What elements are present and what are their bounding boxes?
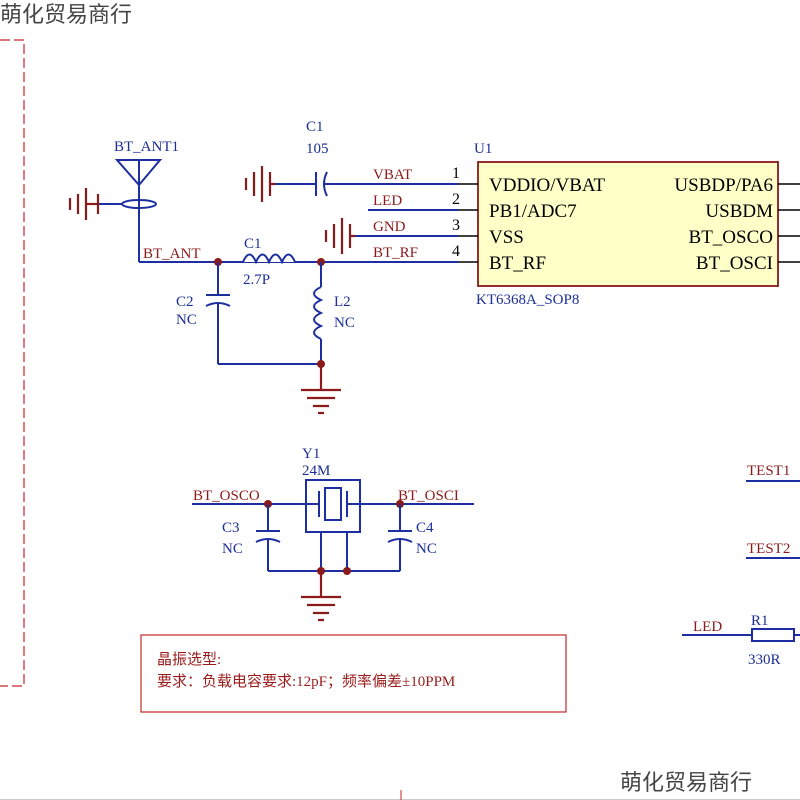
pin-name-bt-rf: BT_RF (489, 253, 546, 274)
ground-antenna-network (218, 360, 341, 415)
resistor-r1: LED R1 330R (682, 613, 800, 668)
ground-gnd-pin3 (324, 218, 458, 254)
test-point-test1: TEST1 (746, 463, 800, 482)
c1-top-value: 105 (306, 141, 329, 157)
test2-label: TEST2 (747, 541, 790, 557)
pin-name-pb1-adc7: PB1/ADC7 (489, 201, 577, 222)
capacitor-c4: C4 NC (387, 500, 437, 571)
antenna-ref: BT_ANT1 (114, 139, 179, 155)
net-label-bt-ant: BT_ANT (143, 246, 201, 262)
capacitor-c2: C2 NC (176, 262, 231, 364)
capacitor-c3: C3 NC (222, 500, 281, 571)
pin-name-vss: VSS (489, 227, 524, 248)
ic-ref: U1 (474, 141, 492, 157)
pin-name-usbdp-pa6: USBDP/PA6 (674, 175, 773, 196)
net-label-gnd: GND (373, 219, 406, 235)
watermark-bottom: 萌化贸易商行 (620, 771, 752, 796)
test1-label: TEST1 (747, 463, 790, 479)
net-label-vbat: VBAT (373, 167, 412, 183)
l2-ref: L2 (334, 294, 351, 310)
l2-value: NC (334, 315, 355, 331)
note-text: 要求：负载电容要求:12pF；频率偏差±10PPM (157, 673, 455, 690)
crystal-y1: Y1 24M BT_OSCO BT_OSCI (192, 446, 474, 571)
net-label-bt-osci: BT_OSCI (398, 488, 459, 504)
c1-mid-ref: C1 (244, 236, 262, 252)
c1-top-ref: C1 (306, 119, 324, 135)
pin-number-4: 4 (452, 243, 460, 260)
pin-name-usbdm: USBDM (705, 201, 773, 222)
pin-number-1: 1 (452, 165, 460, 182)
c4-value: NC (416, 541, 437, 557)
c2-value: NC (176, 312, 197, 328)
net-label-bt-osco: BT_OSCO (193, 488, 260, 504)
note-title: 晶振选型: (157, 651, 221, 668)
crystal-selection-note: 晶振选型: 要求：负载电容要求:12pF；频率偏差±10PPM (140, 634, 567, 713)
c3-value: NC (222, 541, 243, 557)
inductor-l2: L2 NC (313, 262, 355, 364)
pin-name-vddio-vbat: VDDIO/VBAT (489, 175, 606, 196)
test-point-test2: TEST2 (746, 541, 800, 559)
ic-part-number: KT6368A_SOP8 (476, 292, 579, 308)
ground-crystal (268, 567, 400, 622)
c3-ref: C3 (222, 520, 240, 536)
r1-ref: R1 (751, 613, 769, 629)
antenna-bt-ant1: BT_ANT1 (68, 139, 179, 262)
pin-name-bt-osco: BT_OSCO (689, 227, 773, 248)
c1-mid-value: 2.7P (243, 272, 270, 288)
crystal-value: 24M (302, 463, 330, 479)
ic-body (477, 161, 779, 287)
pin-number-3: 3 (452, 217, 460, 234)
left-block-border (0, 39, 25, 687)
net-label-led: LED (373, 193, 402, 209)
r1-net-led: LED (693, 619, 722, 635)
watermark-top: 萌化贸易商行 (0, 3, 132, 28)
r1-value: 330R (748, 652, 781, 668)
c4-ref: C4 (416, 520, 434, 536)
c2-ref: C2 (176, 294, 194, 310)
net-label-bt-rf: BT_RF (373, 245, 418, 261)
capacitor-c1-105: C1 105 (244, 119, 458, 202)
pin-number-2: 2 (452, 191, 460, 208)
pin-name-bt-osci: BT_OSCI (696, 253, 773, 274)
component-c1-2-7p: C1 2.7P (242, 236, 296, 288)
crystal-ref: Y1 (302, 446, 320, 462)
ic-u1: U1 KT6368A_SOP8 1 2 3 4 VDDIO/VBAT PB1/A… (452, 141, 800, 308)
